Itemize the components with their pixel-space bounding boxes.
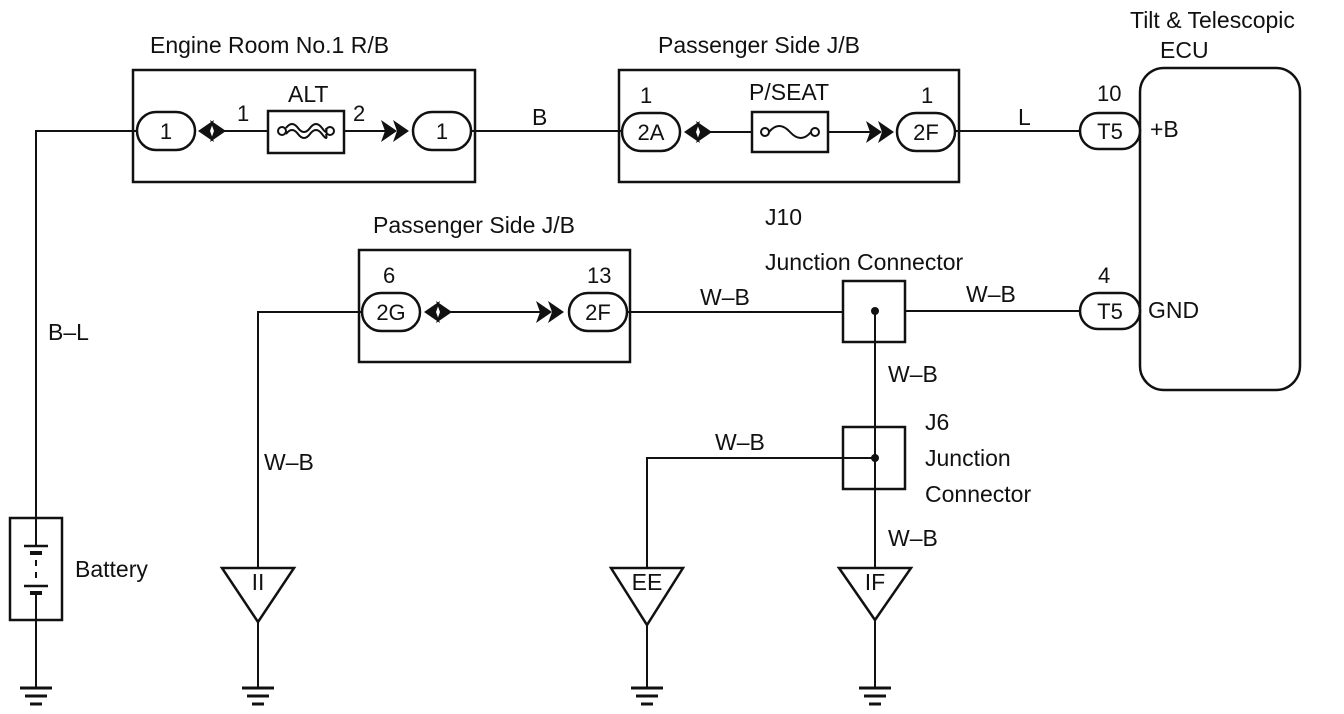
chevron-left-icon — [436, 301, 452, 323]
ecu-body — [1138, 66, 1302, 392]
chevron-right-icon — [878, 121, 894, 143]
j6-junction-connector: J6 Junction Connector — [841, 409, 1031, 507]
ground-label-ee: EE — [632, 569, 663, 595]
chevron-right-icon — [548, 301, 564, 323]
engine-rb-right-pin: 2 — [353, 101, 365, 126]
pass-jb-top-box — [617, 68, 961, 184]
chevron-right-icon — [381, 120, 397, 142]
chevron-left-icon — [696, 121, 712, 143]
pass-jb-mid-left-pin: 6 — [383, 263, 395, 288]
ground-point-ii: II — [219, 566, 297, 625]
engine-rb-left-pin: 1 — [237, 101, 249, 126]
ecu-connector-gnd: 4 T5 — [1078, 263, 1142, 331]
pass-jb-mid-right-connector-code: 2F — [585, 300, 611, 325]
passenger-junction-block-middle: Passenger Side J/B 6 13 2G 2F — [357, 212, 632, 364]
passenger-junction-block-top: Passenger Side J/B 1 1 2A 2F P/SEAT — [617, 32, 961, 184]
pass-jb-top-left-connector-code: 2A — [638, 120, 665, 145]
ecu-pin-gnd-number: 4 — [1098, 263, 1110, 288]
chevron-right-icon — [536, 301, 552, 323]
pass-jb-top-right-pin: 1 — [921, 83, 933, 108]
ecu-title-line1: Tilt & Telescopic — [1130, 7, 1295, 33]
ground-icon — [20, 686, 52, 706]
pass-jb-mid-box — [357, 248, 632, 364]
ground-label-if: IF — [865, 569, 885, 595]
wire-label-wb-vertical: W–B — [888, 361, 938, 387]
wire-label-bl: B–L — [48, 319, 89, 345]
ecu-connector-b: 10 T5 — [1078, 81, 1142, 151]
engine-rb-box — [131, 68, 477, 184]
j10-id: J10 — [765, 204, 802, 230]
pass-jb-top-title: Passenger Side J/B — [658, 32, 860, 58]
battery-label: Battery — [75, 556, 148, 582]
ground-point-ee: EE — [608, 566, 686, 628]
wire-label-wb-right: W–B — [966, 281, 1016, 307]
pass-jb-mid-left-connector-code: 2G — [376, 300, 405, 325]
chevron-right-icon — [866, 121, 882, 143]
j6-name-line2: Connector — [925, 481, 1031, 507]
wire-label-wb-if: W–B — [888, 525, 938, 551]
ecu-pin-b-number: 10 — [1097, 81, 1121, 106]
ground-triangle-ii — [219, 566, 297, 625]
engine-rb-right-connector-code: 1 — [436, 119, 448, 144]
ground-label-ii: II — [252, 569, 265, 595]
chevron-left-icon — [210, 120, 226, 142]
fusible-link-icon — [277, 123, 335, 139]
battery: Battery — [8, 516, 148, 622]
j10-junction-connector: J10 Junction Connector — [765, 204, 964, 344]
ground-icon — [242, 686, 274, 706]
chevron-right-icon — [393, 120, 409, 142]
ground-icon — [631, 686, 663, 706]
ecu-pin-gnd-label: GND — [1148, 297, 1199, 323]
ecu-title-line2: ECU — [1160, 37, 1209, 63]
battery-icon — [24, 544, 48, 595]
pass-jb-top-left-pin: 1 — [640, 83, 652, 108]
ecu-connector-gnd-code: T5 — [1097, 299, 1123, 324]
ecu-connector-b-code: T5 — [1097, 119, 1123, 144]
pass-jb-top-right-connector-code: 2F — [913, 120, 939, 145]
wire-label-wb-ee: W–B — [715, 429, 765, 455]
pass-jb-mid-title: Passenger Side J/B — [373, 212, 575, 238]
ecu-pin-b-label: +B — [1150, 116, 1179, 142]
wire-label-wb-mid: W–B — [700, 284, 750, 310]
pass-jb-top-fuse-label: P/SEAT — [749, 79, 829, 105]
j6-id: J6 — [925, 409, 949, 435]
chevron-left-icon — [684, 121, 700, 143]
chevron-left-icon — [198, 120, 214, 142]
wire-label-wb-left: W–B — [264, 449, 314, 475]
wire-label-b: B — [532, 104, 547, 130]
engine-rb-left-connector-code: 1 — [160, 119, 172, 144]
ground-icon — [859, 686, 891, 706]
wires — [35, 130, 1080, 688]
ground-triangle-ee — [608, 566, 686, 628]
chevron-left-icon — [424, 301, 440, 323]
ground-triangle-if — [836, 566, 914, 623]
pass-jb-mid-right-pin: 13 — [587, 263, 611, 288]
j6-name-line1: Junction — [925, 445, 1011, 471]
tilt-telescopic-ecu: Tilt & Telescopic ECU +B GND — [1130, 7, 1302, 392]
fuse-icon — [760, 125, 820, 139]
j10-name: Junction Connector — [765, 249, 964, 275]
engine-room-relay-block: Engine Room No.1 R/B 1 1 1 2 ALT — [131, 32, 477, 184]
wire-label-l: L — [1018, 104, 1031, 130]
engine-rb-title: Engine Room No.1 R/B — [150, 32, 389, 58]
engine-rb-fuse-label: ALT — [288, 81, 328, 107]
ground-point-if: IF — [836, 566, 914, 623]
